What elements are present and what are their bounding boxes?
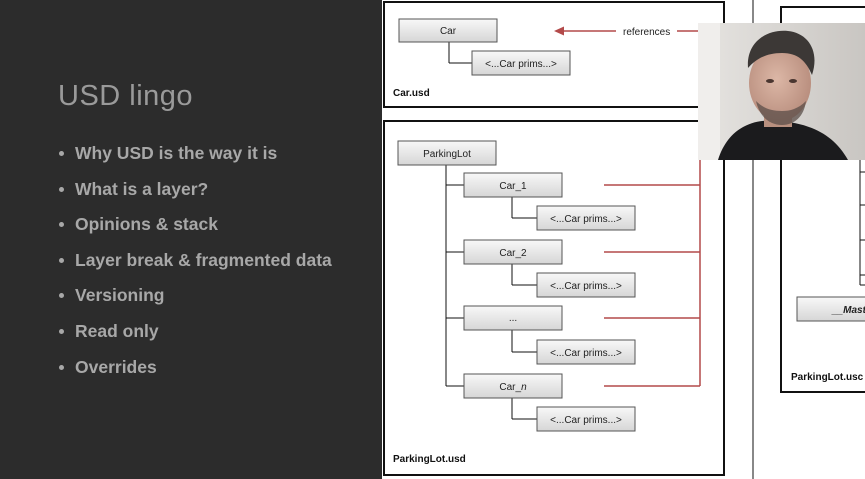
slide-panel: USD lingo Why USD is the way it is What … [0,0,382,479]
presenter-eye [766,79,774,83]
bullet-item: Versioning [58,282,332,318]
car-instance-label: Car_n [499,382,527,393]
car-prims-node [536,406,636,432]
webcam-video [698,23,865,160]
usd-diagram: Car <...Car prims...> Car.usd references [383,0,865,479]
bullet-list: Why USD is the way it is What is a layer… [58,140,332,389]
slide-title: USD lingo [58,80,194,112]
bullet-item: Layer break & fragmented data [58,247,332,283]
presenter-shirt [718,120,848,160]
car-instance-node [463,373,563,399]
car-root-node [398,18,498,43]
car-prims-label: <...Car prims...> [550,348,622,359]
car-prims-node [536,205,636,231]
master-node-label: __Master_ [831,305,865,316]
presenter-hair [747,30,815,75]
car-instance-name: Car_ [499,382,521,393]
car-prims-node [471,50,571,76]
car-instance-suffix: n [521,382,527,393]
parkinglot-root-label: ParkingLot [423,149,471,160]
presenter-eye [789,79,797,83]
car-layer-label: Car.usd [393,88,430,99]
car-instance-label: ... [509,313,517,324]
car-prims-label: <...Car prims...> [550,281,622,292]
car-prims-label: <...Car prims...> [550,415,622,426]
car-instance-node [463,239,563,265]
car-root-label: Car [440,26,457,37]
car-prims-node [536,339,636,365]
reference-arrowhead [554,26,564,36]
car-prims-label: <...Car prims...> [550,214,622,225]
parkinglot-layer-label: ParkingLot.usd [393,454,466,465]
master-node [796,296,865,322]
car-instance-label: Car_2 [499,248,527,259]
car-instance-node [463,305,563,331]
bullet-item: Overrides [58,354,332,390]
car-prims-node [536,272,636,298]
webcam-wall [698,23,720,160]
presenter-image [698,23,865,160]
presenter-face [749,45,811,121]
partial-layer-label: ParkingLot.usc [791,372,864,383]
bullet-item: Opinions & stack [58,211,332,247]
bullet-item: Why USD is the way it is [58,140,332,176]
car-prims-label: <...Car prims...> [485,59,557,70]
partial-tree [859,160,865,286]
car-instance-node [463,172,563,198]
bullet-item: Read only [58,318,332,354]
car-instance-label: Car_1 [499,181,527,192]
parkinglot-root-node [397,140,497,166]
bullet-item: What is a layer? [58,176,332,212]
references-label: references [623,27,670,38]
presenter-beard [756,101,806,125]
